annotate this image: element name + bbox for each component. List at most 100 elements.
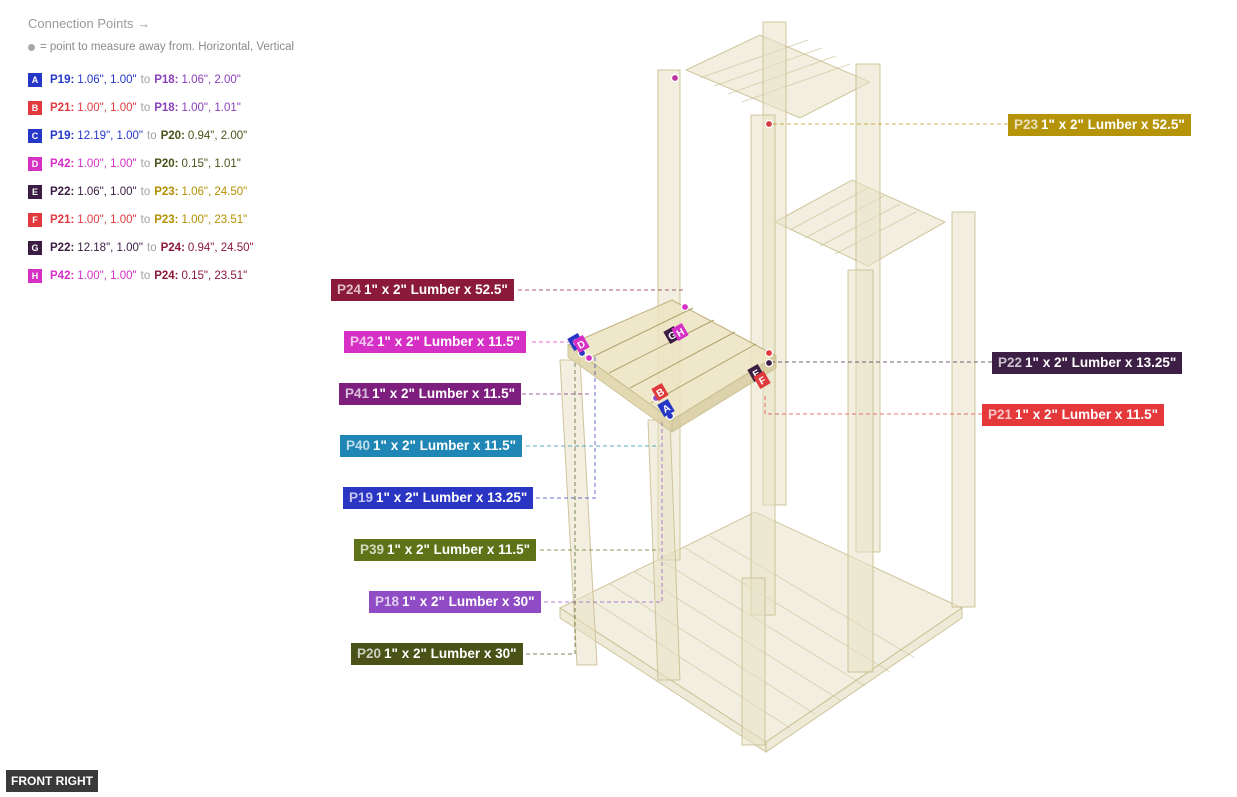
- connection-badge: F: [28, 213, 42, 227]
- badge-f-text: F: [757, 375, 768, 388]
- connection-badge: B: [28, 101, 42, 115]
- to-word: to: [140, 270, 151, 282]
- part-description: 1" x 2" Lumber x 11.5": [377, 334, 521, 349]
- leg: [951, 211, 976, 608]
- part-id: P19: [349, 490, 374, 505]
- to-offset: 1.06", 2.00": [181, 74, 241, 86]
- badge-e-text: E: [751, 368, 763, 381]
- badge-a-text: A: [661, 403, 673, 416]
- to-word: to: [140, 214, 151, 226]
- to-part-id: P18:: [154, 74, 179, 86]
- to-offset: 0.94", 2.00": [187, 130, 248, 142]
- from-offset: 1.00", 1.00": [77, 270, 137, 282]
- to-part-id: P23:: [154, 186, 179, 198]
- to-part-id: P23:: [154, 214, 179, 226]
- view-label: FRONT RIGHT: [6, 770, 98, 792]
- from-part-id: P42:: [50, 158, 75, 170]
- from-part-id: P19:: [50, 130, 75, 142]
- part-description: 1" x 2" Lumber x 11.5": [373, 438, 517, 453]
- leg: [847, 269, 874, 673]
- badge-b-text: B: [655, 387, 667, 400]
- from-part-id: P42:: [50, 270, 75, 282]
- from-part-id: P21:: [50, 214, 75, 226]
- part-description: 1" x 2" Lumber x 52.5": [364, 282, 508, 297]
- part-id: P41: [345, 386, 370, 401]
- to-offset: 0.15", 1.01": [181, 158, 241, 170]
- part-description: 1" x 2" Lumber x 13.25": [376, 490, 528, 505]
- part-description: 1" x 2" Lumber x 11.5": [372, 386, 516, 401]
- from-part-id: P22:: [50, 242, 75, 254]
- connection-points-legend: Connection Points → = point to measure a…: [28, 16, 328, 290]
- from-offset: 1.06", 1.00": [77, 74, 137, 86]
- badge-h-text: H: [675, 327, 687, 340]
- to-offset: 1.06", 24.50": [181, 186, 248, 198]
- leader-p18: [544, 420, 663, 603]
- connection-badge: C: [28, 129, 42, 143]
- badge-a: [657, 398, 675, 418]
- part-description: 1" x 2" Lumber x 11.5": [387, 542, 531, 557]
- part-id: P42: [350, 334, 375, 349]
- to-part-id: P18:: [154, 102, 179, 114]
- to-word: to: [147, 130, 157, 142]
- part-id: P24: [337, 282, 362, 297]
- connection-badge: H: [28, 269, 42, 283]
- part-description: 1" x 2" Lumber x 13.25": [1025, 355, 1177, 370]
- part-id: P20: [357, 646, 382, 661]
- from-offset: 1.06", 1.00": [77, 186, 137, 198]
- leader-p21: [764, 395, 982, 415]
- connection-badge: A: [28, 73, 42, 87]
- to-word: to: [147, 242, 157, 254]
- from-part-id: P19:: [50, 74, 75, 86]
- from-offset: 1.00", 1.00": [77, 158, 137, 170]
- part-id: P18: [375, 594, 400, 609]
- part-id: P22: [998, 355, 1023, 370]
- part-id: P39: [360, 542, 385, 557]
- connection-dot: [764, 119, 774, 129]
- measure-point-dot-icon: [28, 43, 35, 51]
- to-part-id: P24:: [160, 242, 185, 254]
- leader-p20: [526, 360, 576, 655]
- to-offset: 1.00", 1.01": [181, 102, 241, 114]
- to-part-id: P20:: [154, 158, 179, 170]
- from-offset: 12.19", 1.00": [77, 130, 144, 142]
- to-offset: 1.00", 23.51": [181, 214, 248, 226]
- badge-g: [663, 325, 681, 345]
- badge-b: [651, 382, 669, 402]
- to-word: to: [140, 102, 151, 114]
- to-word: to: [140, 186, 151, 198]
- part-id: P21: [988, 407, 1013, 422]
- leader-lines: [518, 123, 1008, 655]
- connection-badges: C D G H B A E F: [567, 322, 771, 418]
- to-word: to: [140, 158, 151, 170]
- connection-badge: G: [28, 241, 42, 255]
- part-id: P23: [1014, 117, 1039, 132]
- from-offset: 1.00", 1.00": [77, 102, 137, 114]
- connection-dot: [764, 358, 774, 368]
- to-part-id: P24:: [154, 270, 179, 282]
- leg: [741, 577, 766, 746]
- legend-title[interactable]: Connection Points →: [28, 16, 151, 31]
- to-offset: 0.94", 24.50": [187, 242, 254, 254]
- badge-d-text: D: [576, 339, 588, 352]
- seat-edge: [671, 355, 777, 433]
- from-part-id: P22:: [50, 186, 75, 198]
